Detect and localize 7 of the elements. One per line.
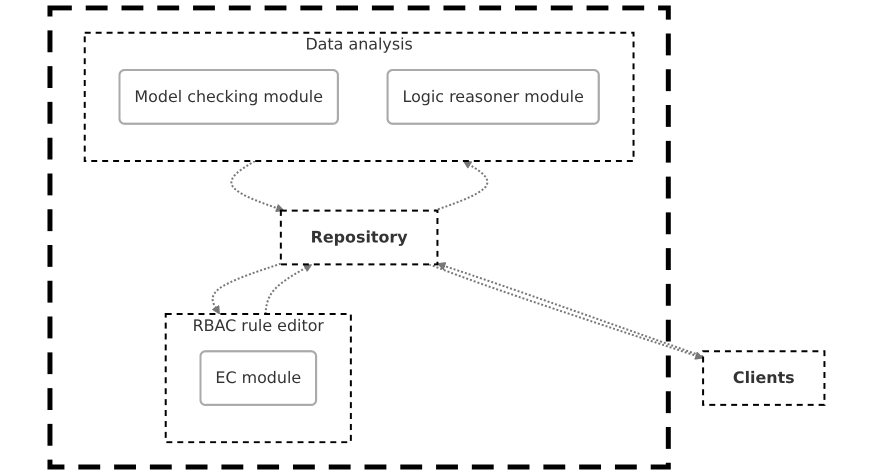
arrow bbox=[434, 160, 488, 212]
arrow bbox=[230, 160, 284, 212]
node-box: Clients bbox=[702, 350, 826, 406]
node-box: Repository bbox=[280, 210, 438, 266]
arrow bbox=[211, 262, 281, 314]
cluster bbox=[47, 5, 671, 470]
arrow bbox=[264, 264, 312, 314]
